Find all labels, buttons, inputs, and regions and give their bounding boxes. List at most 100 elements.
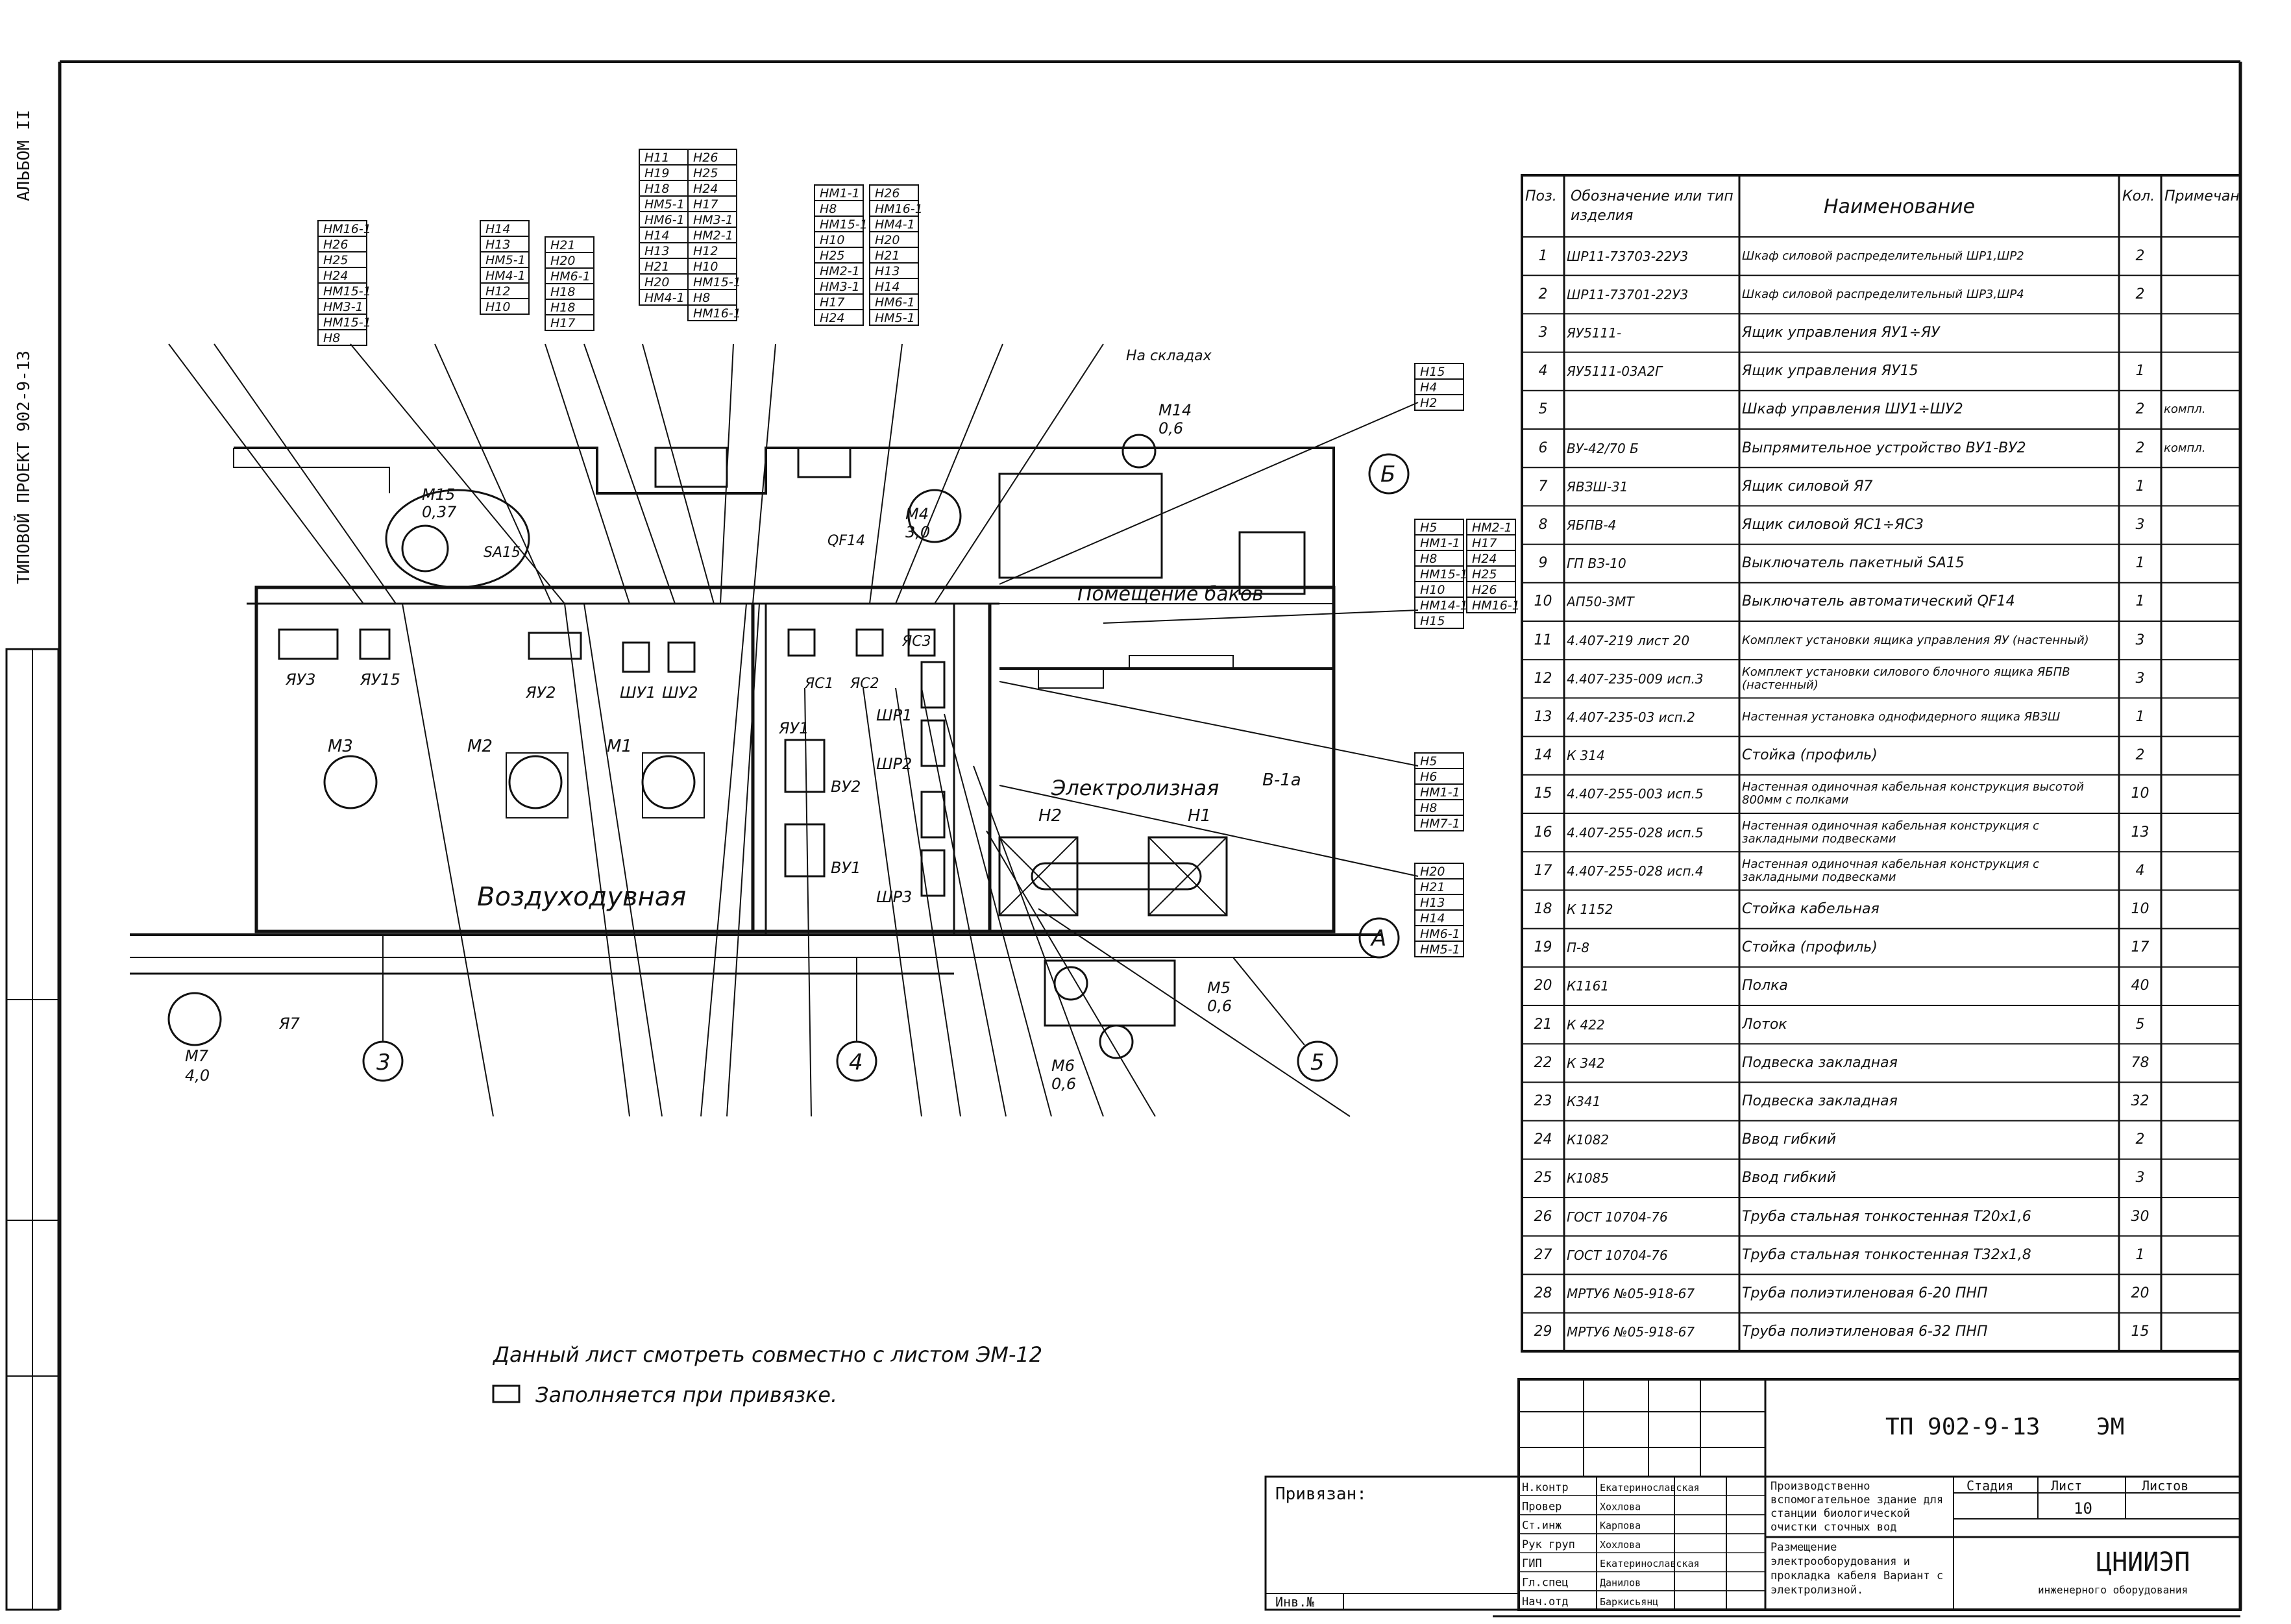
spec-cell: Полка	[1742, 978, 1788, 994]
spec-cell: Ящик силовой Я7	[1742, 478, 1873, 495]
spec-cell	[2164, 584, 2238, 620]
cable-tag: Н21	[1420, 880, 1445, 894]
motor-m6	[1053, 966, 1088, 1001]
cable-tag: НМ3-1	[820, 280, 860, 294]
cable-tag: Н8	[693, 291, 710, 305]
cable-tag: Н26	[1472, 583, 1497, 597]
cable-tag: НМ4-1	[875, 217, 915, 232]
spec-cell: 3	[2135, 1170, 2145, 1187]
room-tanks: Помещение баков	[1077, 583, 1264, 606]
cable-tag: Н10	[820, 233, 844, 247]
label-m5: М5	[1207, 979, 1231, 997]
cable-tag: Н25	[820, 249, 844, 263]
label-m6: М6	[1051, 1057, 1075, 1075]
spec-cell: ШР11-73703-22У3	[1567, 248, 1689, 264]
spec-cell: Подвеска закладная	[1742, 1054, 1898, 1071]
spec-cell	[2164, 661, 2238, 696]
cable-tag: Н14	[1420, 911, 1445, 926]
eq-qf14: QF14	[827, 533, 865, 549]
role-label: Нач.отд	[1522, 1595, 1569, 1608]
role-name: Екатеринославская	[1600, 1558, 1700, 1569]
cable-tag: Н5	[1420, 521, 1437, 535]
spec-cell: 2	[2135, 747, 2145, 764]
role-name: Екатеринославская	[1600, 1482, 1700, 1494]
cable-tag: НМ15-1	[1420, 567, 1468, 582]
eq-shu2: ШУ2	[662, 683, 698, 702]
label-m14-val: 0,6	[1158, 419, 1183, 437]
cable-tag-box	[814, 309, 864, 326]
spec-cell: 4.407-255-003 исп.5	[1567, 786, 1704, 802]
note-fill-in: Заполняется при привязке.	[535, 1383, 837, 1407]
cable-tag: НМ1-1	[1420, 785, 1460, 800]
cable-tag: Н14	[644, 228, 669, 243]
title-line-2: Размещение электрооборудования и проклад…	[1770, 1541, 1944, 1597]
cable-tag: Н25	[1472, 567, 1497, 582]
cable-tag: Н14	[485, 222, 510, 236]
spec-cell: 10	[2131, 785, 2150, 802]
cable-tag: НМ16-1	[693, 306, 741, 321]
cable-tag: Н10	[693, 260, 718, 274]
spec-cell	[2164, 315, 2238, 351]
cable-tag: Н13	[485, 238, 510, 252]
spec-cell	[2164, 238, 2238, 274]
spec-cell: Настенная одиночная кабельная конструкци…	[1742, 857, 2039, 884]
cable-tag: Н4	[1420, 380, 1437, 395]
spec-cell: 2	[2135, 1131, 2145, 1148]
note-sheet-ref: Данный лист смотреть совместно с листом …	[492, 1342, 1042, 1367]
spec-cell: Лоток	[1742, 1016, 1787, 1033]
cable-tag: Н15	[1420, 365, 1445, 379]
cable-tag: Н25	[323, 253, 348, 267]
spec-cell: К 342	[1567, 1055, 1605, 1071]
cable-tag: НМ15-1	[323, 315, 371, 330]
cable-tag: Н13	[1420, 896, 1445, 910]
cable-tag: Н17	[1472, 536, 1497, 550]
spec-cell	[2164, 1045, 2238, 1081]
cable-tag: Н10	[485, 300, 510, 314]
spec-cell: 29	[1534, 1323, 1552, 1340]
cable-tag: НМ5-1	[644, 197, 685, 212]
spec-cell: Ящик силовой ЯС1÷ЯС3	[1742, 516, 1924, 533]
motor-m7	[167, 992, 222, 1046]
spec-cell: К 314	[1567, 748, 1605, 764]
cable-tag: НМ6-1	[875, 295, 915, 310]
spec-cell	[2164, 1122, 2238, 1158]
cable-tag: Н13	[644, 244, 669, 258]
spec-cell: ЯБПВ-4	[1567, 517, 1617, 533]
spec-cell: Труба полиэтиленовая 6-20 ПНП	[1742, 1285, 1988, 1301]
eq-shr2: ШР2	[876, 755, 912, 773]
cable-tag-box	[1466, 597, 1516, 613]
cable-tag: Н20	[1420, 865, 1445, 879]
spec-cell: Ящик управления ЯУ1÷ЯУ	[1742, 324, 1940, 341]
role-name: Данилов	[1600, 1577, 1641, 1589]
eq-yas1: ЯС1	[804, 676, 834, 692]
spec-cell: компл.	[2164, 441, 2206, 455]
spec-cell	[2164, 546, 2238, 582]
cable-tag: Н18	[550, 301, 575, 315]
spec-cell: Труба стальная тонкостенная Т32х1,8	[1742, 1246, 2031, 1263]
role-name: Хохлова	[1600, 1501, 1641, 1512]
spec-cell: 23	[1534, 1092, 1552, 1109]
label-m7: М7	[185, 1047, 209, 1065]
role-label: Провер	[1522, 1500, 1562, 1513]
axis-b-label: Б	[1380, 461, 1395, 487]
role-name: Баркисьянц	[1600, 1596, 1658, 1608]
spec-cell	[2164, 354, 2238, 389]
cable-tag: Н8	[1420, 552, 1437, 566]
cable-tag: НМ5-1	[485, 253, 526, 267]
role-label: Гл.спец	[1522, 1577, 1569, 1590]
cable-tag: НМ14-1	[1420, 598, 1468, 613]
spec-cell: Труба полиэтиленовая 6-32 ПНП	[1742, 1323, 1988, 1340]
spec-cell: Шкаф управления ШУ1÷ШУ2	[1742, 401, 1963, 418]
cable-tag-box	[317, 329, 367, 346]
spec-cell: 1	[1538, 247, 1548, 264]
spec-cell: Выключатель пакетный SA15	[1742, 555, 1965, 572]
eq-vu2: ВУ2	[831, 778, 861, 796]
spec-cell: 15	[2131, 1323, 2150, 1340]
cable-tag: Н18	[550, 285, 575, 299]
cable-tag: НМ2-1	[693, 228, 733, 243]
cable-tag: НМ3-1	[693, 213, 733, 227]
spec-cell: 20	[2131, 1285, 2150, 1301]
cable-tag: Н18	[644, 182, 669, 196]
spec-cell: 11	[1534, 632, 1552, 648]
cable-stacks: НМ16-1Н26Н25Н24НМ15-1НМ3-1НМ15-1Н8Н14Н13…	[317, 149, 1520, 957]
